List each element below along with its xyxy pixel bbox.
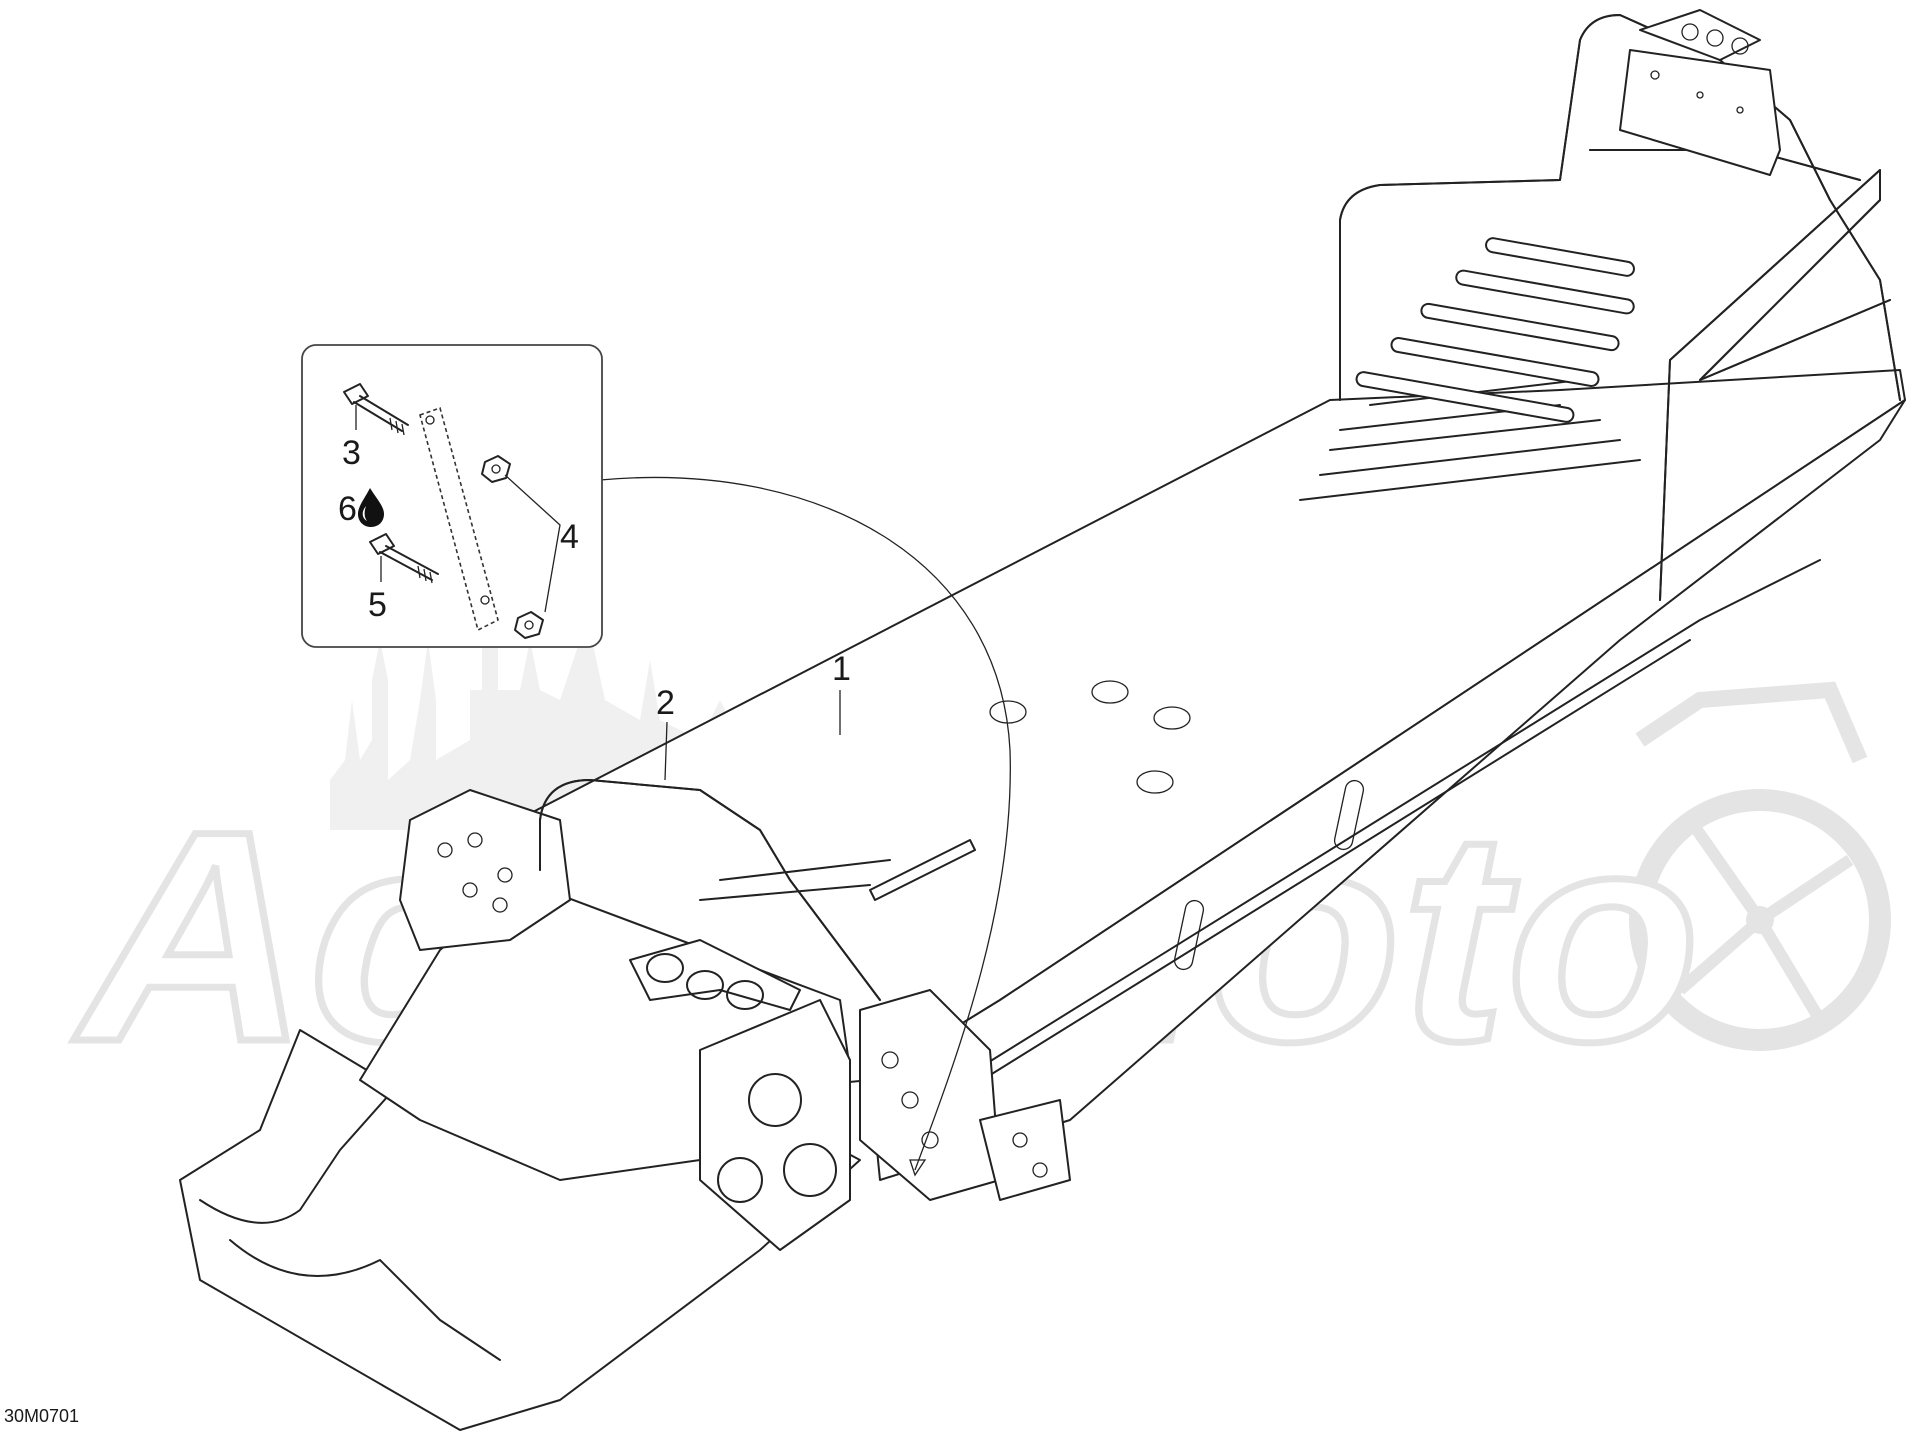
callout-5: 5	[368, 586, 387, 624]
bolt-icon	[369, 533, 439, 584]
callout-3: 3	[342, 434, 361, 472]
reinforcement-strap	[419, 406, 499, 632]
left-tower	[399, 789, 571, 951]
steering-bracket	[629, 939, 801, 1011]
inset-frame	[301, 344, 603, 648]
deck-slots	[1299, 237, 1641, 501]
rear-flap	[1619, 49, 1781, 176]
rear-rack	[1339, 9, 1901, 601]
callout-labels: 1 2 3 4 5 6	[338, 434, 851, 722]
front-chassis	[179, 779, 1071, 1431]
watermark-wheel	[1629, 789, 1891, 1051]
tunnel-assembly	[439, 9, 1906, 1181]
callout-1: 1	[832, 650, 851, 688]
callout-2: 2	[656, 684, 675, 722]
bolt-icon	[343, 383, 409, 436]
drawing-code: 30M0701	[4, 1406, 79, 1426]
leader-lines	[599, 476, 1011, 1177]
callout-6: 6	[338, 490, 357, 528]
hardware-detail-inset	[301, 344, 603, 648]
deck-holes	[989, 680, 1365, 971]
nut-icon	[481, 455, 544, 639]
callout-4: 4	[560, 518, 579, 556]
inset-leader-arc	[599, 476, 1011, 1171]
